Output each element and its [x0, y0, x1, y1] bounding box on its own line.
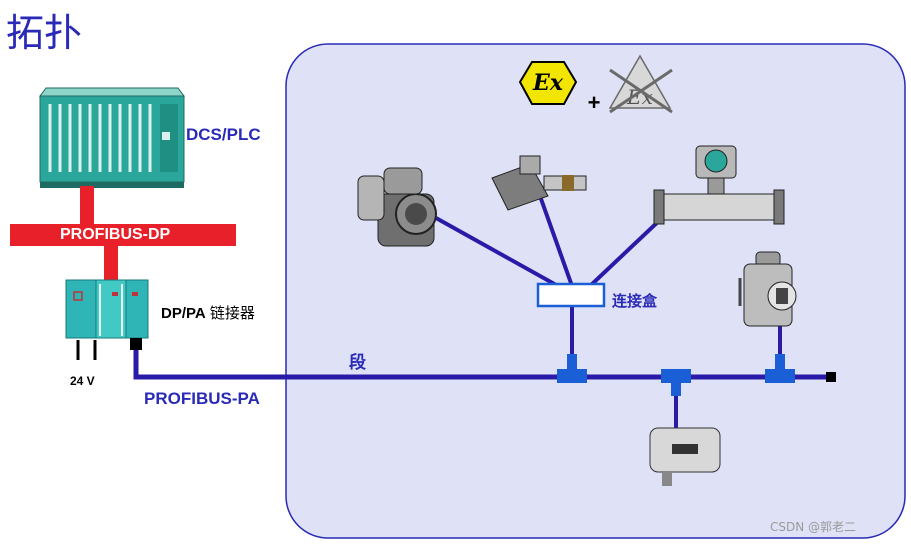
profibus-dp-label: PROFIBUS-DP [60, 226, 171, 243]
watermark: CSDN @郭老二 [770, 520, 857, 534]
coupler-label: DP/PA 链接器 [161, 302, 255, 323]
spur-pump [435, 216, 559, 288]
level-sensor-icon [491, 155, 587, 211]
spur-flow [588, 216, 664, 288]
tee-connector-3 [765, 354, 795, 383]
field-device-icon [649, 427, 721, 486]
page-title: 拓扑 [6, 11, 83, 55]
dp-drop-upper [80, 186, 94, 226]
profibus-pa-trunk [133, 350, 830, 380]
segment-label: 段 [349, 353, 366, 373]
tee-connector-1 [557, 354, 587, 383]
trunk-terminator [826, 372, 836, 382]
plus-sign: + [588, 90, 601, 115]
voltage-label: 24 V [70, 374, 95, 388]
profibus-dp-bar [10, 224, 236, 246]
dcs-plc-label: DCS/PLC [186, 125, 261, 144]
dcs-plc-cabinet-icon [39, 87, 185, 188]
pa-connector [130, 338, 142, 350]
tee-connector-2 [661, 369, 691, 396]
pump-valve-icon [357, 167, 437, 247]
dp-drop-lower [104, 246, 118, 282]
pressure-transmitter-icon [738, 251, 797, 327]
ex-badge-text: Ex [532, 70, 564, 96]
flowmeter-icon [653, 145, 785, 225]
ex-explosion-protection-icon: Ex [518, 61, 578, 105]
junction-box-label: 连接盒 [612, 292, 658, 310]
profibus-pa-label: PROFIBUS-PA [144, 389, 260, 408]
spur-level [538, 195, 574, 287]
coupler-label-prefix: DP/PA [161, 305, 206, 322]
junction-box [536, 282, 606, 308]
coupler-label-suffix: 链接器 [209, 305, 255, 322]
no-ex-crossed-icon: Ex [608, 54, 673, 114]
dp-pa-coupler-icon [65, 279, 149, 339]
